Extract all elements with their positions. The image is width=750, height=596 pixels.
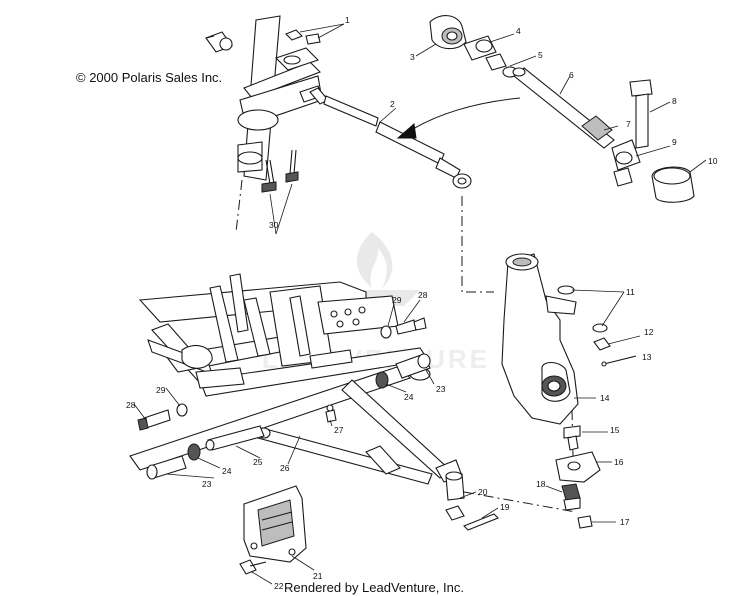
spindle-14 [501,253,579,425]
callout-17: 17 [620,517,630,527]
callout-28-right: 28 [418,290,428,300]
ball-joint-plate-16 [555,451,601,483]
callout-30: 30 [269,220,279,230]
washer-24-left [187,443,201,461]
bolt-15 [563,425,581,451]
callout-22: 22 [274,581,284,591]
callout-4: 4 [516,26,521,36]
nut-1a [285,29,303,41]
callout-18: 18 [536,479,546,489]
frame-structure [138,273,429,397]
bolt-28-left [137,409,171,431]
callout-27: 27 [334,425,344,435]
callout-25: 25 [253,457,263,467]
bushing-10 [651,166,695,203]
tie-rod [309,87,472,189]
callout-19: 19 [500,502,510,512]
bolt-17 [577,515,593,529]
bolt-22 [239,559,267,575]
callout-26: 26 [280,463,290,473]
steering-post [235,15,323,233]
cotter-pin-13 [601,355,637,367]
stud-20 [445,471,465,501]
callout-28-left: 28 [126,400,136,410]
nut-1b [305,33,321,45]
washer-29-right [380,325,392,339]
washer-11b [592,323,608,333]
callout-20: 20 [478,487,488,497]
callout-12: 12 [644,327,654,337]
callout-29-left: 29 [156,385,166,395]
callout-23-right: 23 [436,384,446,394]
ball-joint-4 [463,35,497,61]
washer-11a [557,285,575,295]
ball-joint-18 [561,483,581,511]
callout-29-right: 29 [392,295,402,305]
callout-9: 9 [672,137,677,147]
bushing-23-left [146,455,187,480]
callout-10: 10 [708,156,718,166]
callout-24-left: 24 [222,466,232,476]
bolt-top-left [205,31,233,53]
bolt-30a [261,159,277,193]
callout-24-right: 24 [404,392,414,402]
a-arm-26 [129,365,463,485]
bushing-23-right [395,353,431,379]
callout-13: 13 [642,352,652,362]
sleeve-7 [581,115,613,141]
tie-rod-end-3 [429,15,467,50]
shaft-25 [205,425,265,451]
callout-6: 6 [569,70,574,80]
cotter-pin-19 [463,513,499,531]
leader-lines [133,23,707,585]
callout-5: 5 [538,50,543,60]
grease-fitting-27 [325,404,337,423]
callout-1: 1 [345,15,350,25]
washer-24-right [375,371,389,389]
bolt-8 [629,79,653,149]
nut-12 [593,337,611,351]
bolt-30b [285,149,299,183]
washer-29-left [176,403,188,417]
centerline-a [461,196,494,293]
callout-8: 8 [672,96,677,106]
nut-5 [485,53,507,71]
callout-21: 21 [313,571,323,581]
rendered-by-text: Rendered by LeadVenture, Inc. [284,580,464,595]
bolt-28-right [395,317,427,335]
ball-joint-9 [611,139,641,187]
guard-plate-21 [243,485,307,563]
centerline-b [463,491,577,513]
callout-16: 16 [614,457,624,467]
callout-14: 14 [600,393,610,403]
direction-arrow [396,97,521,139]
callout-2: 2 [390,99,395,109]
nut-20b [445,505,465,521]
callout-3: 3 [410,52,415,62]
copyright-text: © 2000 Polaris Sales Inc. [76,70,223,85]
callout-11: 11 [626,287,635,297]
callout-15: 15 [610,425,620,435]
callout-23-left: 23 [202,479,212,489]
callout-7: 7 [626,119,631,129]
